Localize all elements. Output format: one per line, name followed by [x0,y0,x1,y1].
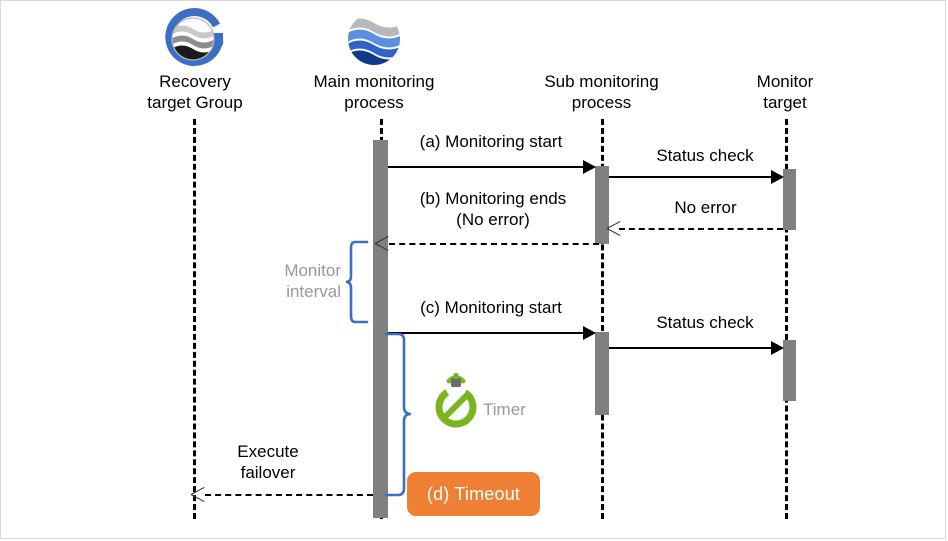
message-line-status-check-1 [609,176,775,178]
actor-label-main-monitoring-process: Main monitoring process [313,72,435,112]
activation-monitor-target-2 [783,340,796,401]
message-arrowhead-c-monitoring-start [583,326,596,340]
activation-main-monitoring-process [373,140,388,518]
message-line-execute-failover [205,494,373,496]
lifeline-recovery-target-group [193,119,196,519]
actor-label-sub-monitoring-process: Sub monitoring process [544,72,659,112]
lifeline-sub-monitoring-process [601,119,604,519]
message-label-no-error: No error [674,198,737,217]
monitor-interval-brace [345,240,369,324]
message-arrowhead-no-error [607,221,621,235]
activation-sub-monitoring-process-1 [595,166,609,244]
message-arrowhead-b-monitoring-ends [375,236,389,250]
message-label-b-monitoring-ends: (b) Monitoring ends (No error) [419,189,567,229]
actor-label-monitor-target: Monitor target [756,72,814,112]
activation-sub-monitoring-process-2 [595,332,609,415]
message-label-a-monitoring-start: (a) Monitoring start [419,132,563,151]
message-arrowhead-status-check-2 [771,341,784,355]
globe-g-icon [165,8,224,66]
message-arrowhead-execute-failover [191,487,205,501]
stopwatch-icon [435,373,477,428]
actor-label-recovery-target-group: Recovery target Group [147,72,243,112]
message-label-status-check-1: Status check [656,146,754,165]
lifeline-monitor-target [785,119,788,519]
message-label-status-check-2: Status check [656,313,754,332]
message-line-no-error [619,228,783,230]
message-line-a-monitoring-start [388,166,586,168]
message-arrowhead-status-check-1 [771,170,784,184]
message-line-status-check-2 [609,347,775,349]
activation-monitor-target-1 [783,169,796,230]
monitor-interval-label: Monitor interval [284,261,341,301]
message-label-c-monitoring-start: (c) Monitoring start [420,298,562,317]
message-line-c-monitoring-start [388,332,586,334]
globe-wave-icon [348,13,400,65]
timeout-badge[interactable]: (d) Timeout [407,472,540,516]
message-line-b-monitoring-ends [389,243,599,245]
timeout-span-brace [384,332,412,497]
message-arrowhead-a-monitoring-start [583,160,596,174]
message-label-execute-failover: Execute failover [237,442,299,482]
timer-label: Timer [483,400,526,419]
